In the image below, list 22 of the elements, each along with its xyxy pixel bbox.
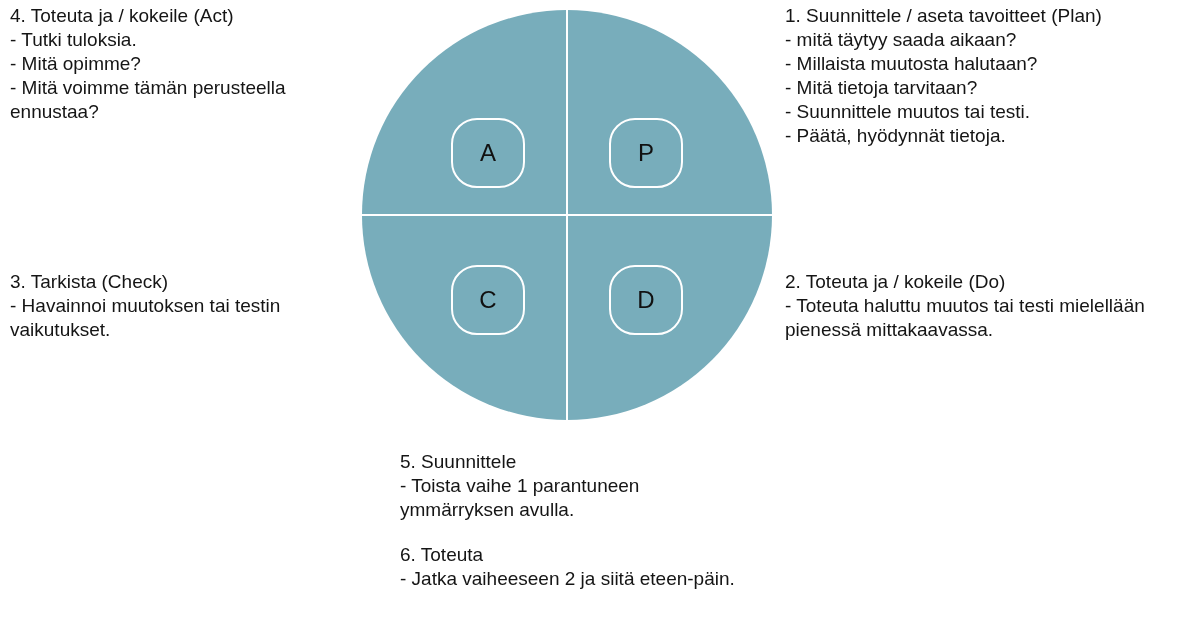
- step-heading: 1. Suunnittele / aseta tavoitteet (Plan): [785, 4, 1103, 28]
- letter-box: D: [609, 265, 683, 335]
- step-heading: 4. Toteuta ja / kokeile (Act): [10, 4, 235, 28]
- step-text: - Päätä, hyödynnät tietoja.: [785, 124, 1007, 148]
- letter-box: A: [451, 118, 525, 188]
- step-text: - Suunnittele muutos tai testi.: [785, 100, 1031, 124]
- step-text: - Toteuta haluttu muutos tai testi mielellään pienessä mittakaavassa.: [785, 294, 1146, 342]
- step-heading: 5. Suunnittele: [400, 450, 518, 474]
- letter-box: P: [609, 118, 683, 188]
- step-text: - Mitä opimme?: [10, 52, 142, 76]
- step-text: - Tutki tuloksia.: [10, 28, 138, 52]
- step-text: - Toista vaihe 1 parantuneen ymmärryksen avulla.: [400, 474, 641, 522]
- step-heading: 3. Tarkista (Check): [10, 270, 170, 294]
- letter-box: C: [451, 265, 525, 335]
- step-text: - Havainnoi muutoksen tai testin vaikutukset.: [10, 294, 282, 342]
- step-text: - Millaista muutosta halutaan?: [785, 52, 1039, 76]
- step-text: - Jatka vaiheeseen 2 ja siitä eteen-päin.: [400, 567, 736, 591]
- step-heading: 6. Toteuta: [400, 543, 485, 567]
- step-text: - Mitä tietoja tarvitaan?: [785, 76, 979, 100]
- step-text: - Mitä voimme tämän perusteella ennustaa?: [10, 76, 287, 124]
- step-heading: 2. Toteuta ja / kokeile (Do): [785, 270, 1007, 294]
- step-text: - mitä täytyy saada aikaan?: [785, 28, 1018, 52]
